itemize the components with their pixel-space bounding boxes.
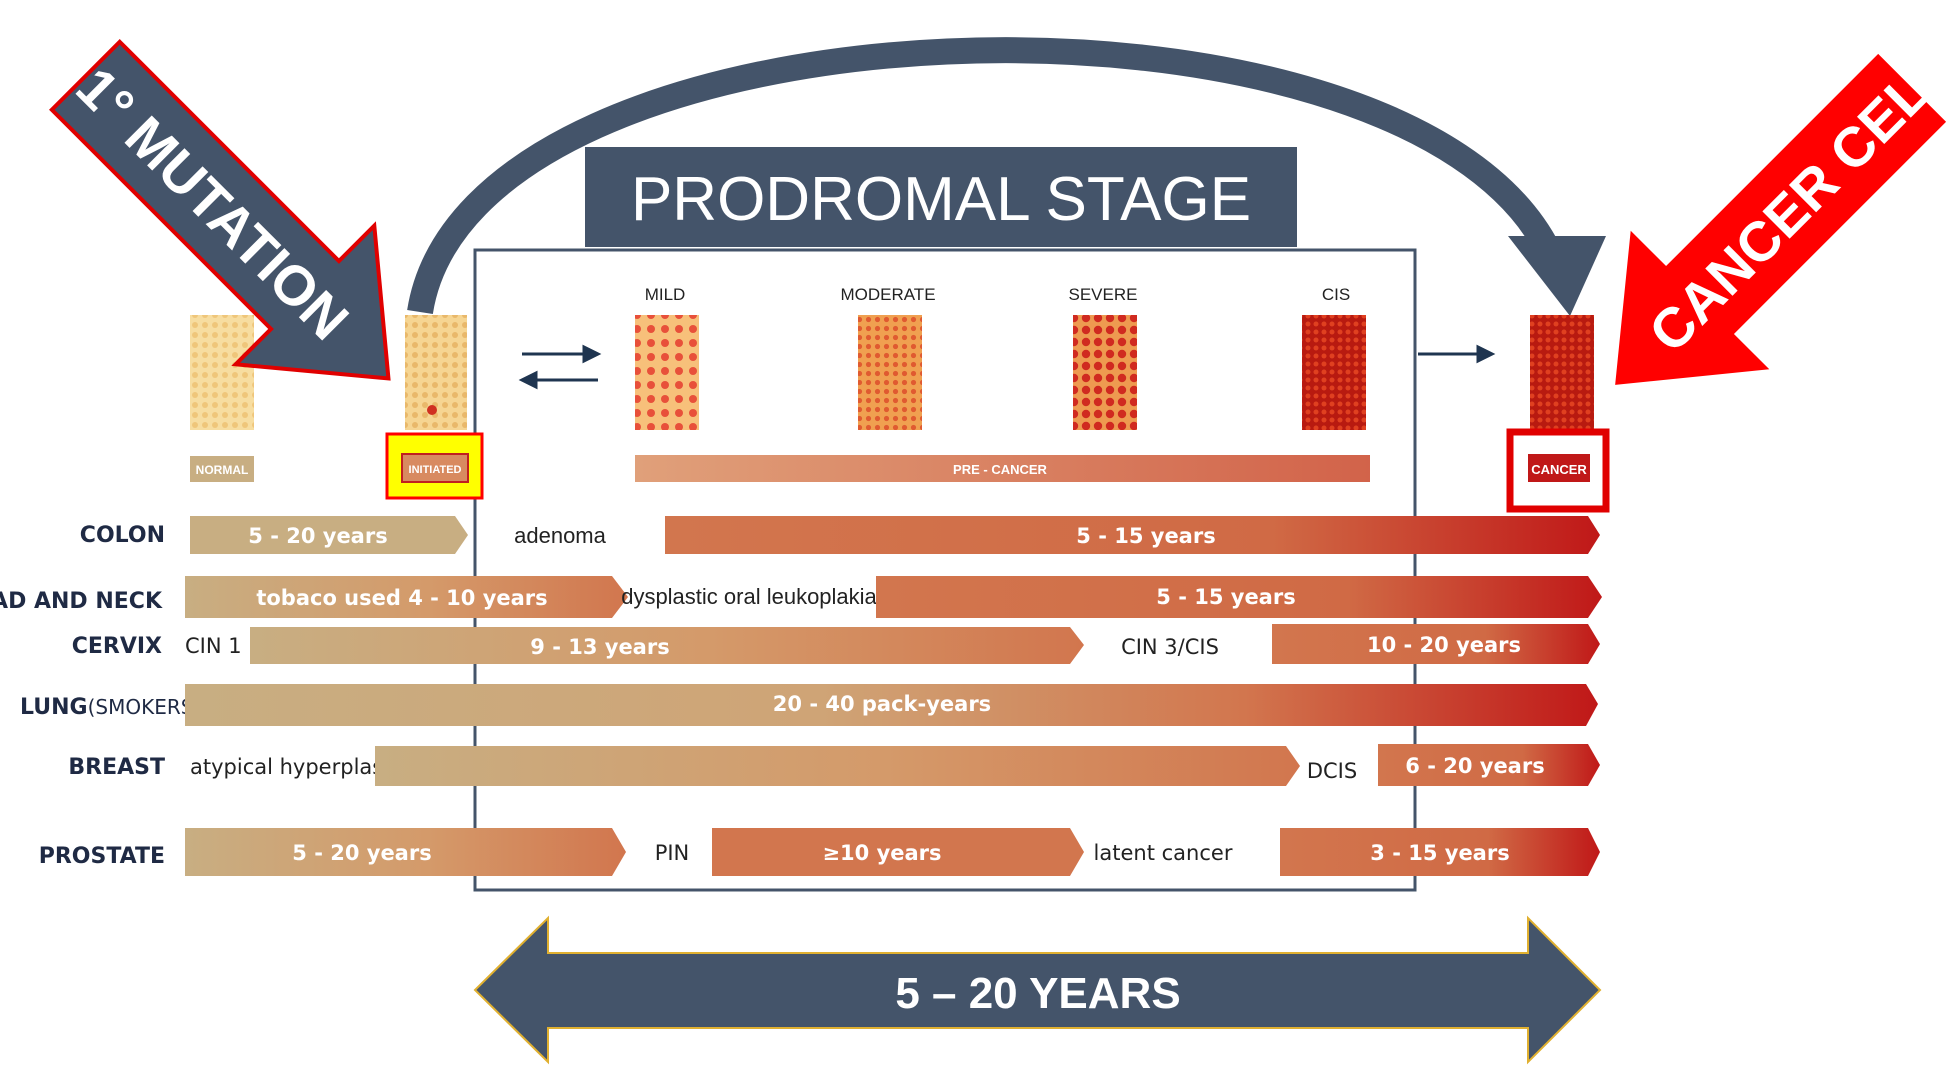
row-label-prostate: PROSTATE [39,844,165,869]
lung-bar [185,684,1598,726]
colon-mid-label: adenoma [514,523,607,548]
page-title: PRODROMAL STAGE [631,165,1251,234]
cervix-bar-b-label: 10 - 20 years [1367,633,1521,657]
cancer-cell-arrow [1615,53,1946,385]
breast-bar-b-label: 6 - 20 years [1405,754,1544,778]
badge-normal-label: NORMAL [196,463,249,477]
stage-moderate: MODERATE [840,285,935,304]
stage-cis: CIS [1322,285,1350,304]
cervix-bar-a [250,627,1084,664]
cervix-bar-a-label: 9 - 13 years [530,635,669,659]
arc-arrowhead [1508,236,1606,316]
badge-cancer-label: CANCER [1531,462,1587,477]
prostate-bar-c [1280,828,1600,876]
badge-pre-cancer-label: PRE - CANCER [953,462,1048,477]
head-neck-bar-a-label: tobaco used 4 - 10 years [256,586,547,610]
prostate-mid2-label: latent cancer [1094,841,1233,865]
prostate-bar-b-label: ≥10 years [822,841,941,865]
cervix-pre-label: CIN 1 [185,634,242,658]
badge-initiated [401,453,469,483]
lung-bar-label: 20 - 40 pack-years [773,692,991,716]
prostate-mid1-label: PIN [655,841,690,865]
head-neck-bar-a [185,576,628,618]
breast-mid-label: DCIS [1307,759,1357,783]
breast-bar-a [375,746,1300,786]
row-label-breast: BREAST [68,755,165,780]
prostate-bar-b [712,828,1084,876]
colon-bar-a [190,516,468,554]
breast-bar-b [1378,744,1600,786]
stage-mild: MILD [645,285,686,304]
tissue-cancer-image [1530,315,1594,430]
prostate-bar-a [185,828,626,876]
row-label-cervix: CERVIX [72,634,162,659]
duration-double-arrow [473,915,1602,1065]
prodromal-frame [473,248,1417,892]
tissue-mild-image [635,315,699,430]
mutation-label: 1° MUTATION [64,55,360,351]
tissue-severe-image [1073,315,1137,430]
title-box [585,147,1297,247]
badge-normal [190,456,254,482]
prostate-bar-a-label: 5 - 20 years [292,841,431,865]
prostate-bar-c-label: 3 - 15 years [1370,841,1509,865]
colon-bar-b [665,516,1600,554]
duration-label: 5 – 20 YEARS [895,969,1180,1018]
row-label-lung: LUNG(SMOKERS) [20,695,201,720]
cancer-cell-label: CANCER CELL [1637,36,1946,364]
head-neck-bar-b [876,576,1602,618]
colon-bar-a-label: 5 - 20 years [248,524,387,548]
head-neck-mid-label: dysplastic oral leukoplakia [621,584,877,609]
mutation-arrow [49,39,391,381]
progression-arc [407,37,1560,315]
cervix-mid-label: CIN 3/CIS [1121,635,1219,659]
head-neck-bar-b-label: 5 - 15 years [1156,585,1295,609]
reversible-arrows [518,344,1496,390]
stage-severe: SEVERE [1069,285,1138,304]
badge-pre-cancer [635,455,1370,482]
badge-initiated-label: INITIATED [409,464,462,476]
tissue-cis-image [1302,315,1366,430]
breast-pre-label: atypical hyperplasia [190,755,402,779]
cervix-bar-b [1272,624,1600,664]
row-label-colon: COLON [80,523,165,548]
row-label-head-neck: HEAD AND NECK [0,589,163,614]
colon-bar-b-label: 5 - 15 years [1076,524,1215,548]
tissue-moderate-image [858,315,922,430]
tissue-normal-image [190,315,254,430]
badge-cancer [1528,454,1590,482]
